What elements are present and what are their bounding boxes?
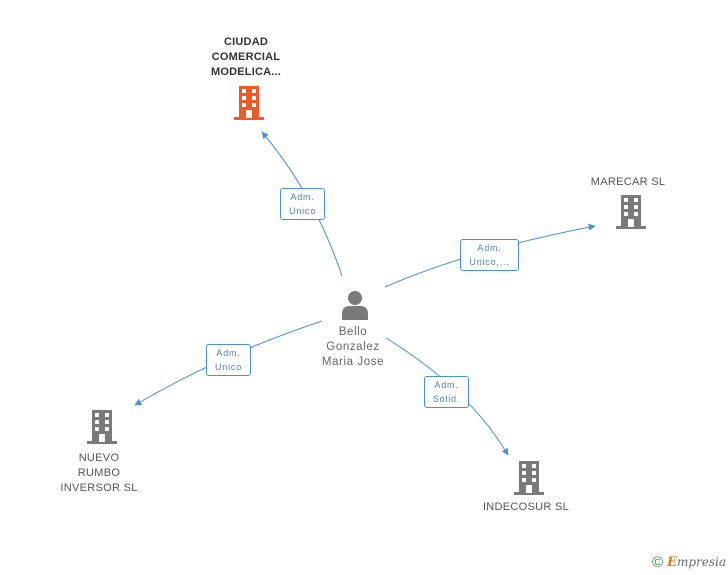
node-label-ciudad[interactable]: CIUDAD COMERCIAL MODELICA... [210, 36, 282, 78]
node-label-indecosur[interactable]: INDECOSUR SL [482, 501, 570, 513]
node-label-center-person[interactable]: Bello Gonzalez Maria Jose [321, 326, 385, 368]
person-icon[interactable] [341, 290, 369, 320]
edge-label-marecar: Adm. Unico,... [460, 239, 519, 271]
brand-logo-initial: E [667, 554, 677, 570]
edge-label-ciudad: Adm. Unico [280, 188, 325, 220]
building-icon[interactable] [615, 195, 647, 229]
building-icon[interactable] [233, 86, 265, 120]
edge-label-nuevo: Adm. Unico [206, 344, 251, 376]
building-icon[interactable] [86, 410, 118, 444]
node-label-nuevo[interactable]: NUEVO RUMBO INVERSOR SL [60, 452, 138, 494]
edge-label-indecosur: Adm. Solid. [424, 376, 469, 408]
brand-logo-text: mpresia [676, 555, 726, 569]
copyright-icon: © [651, 553, 664, 571]
node-label-marecar[interactable]: MARECAR SL [590, 176, 666, 188]
building-icon[interactable] [513, 461, 545, 495]
